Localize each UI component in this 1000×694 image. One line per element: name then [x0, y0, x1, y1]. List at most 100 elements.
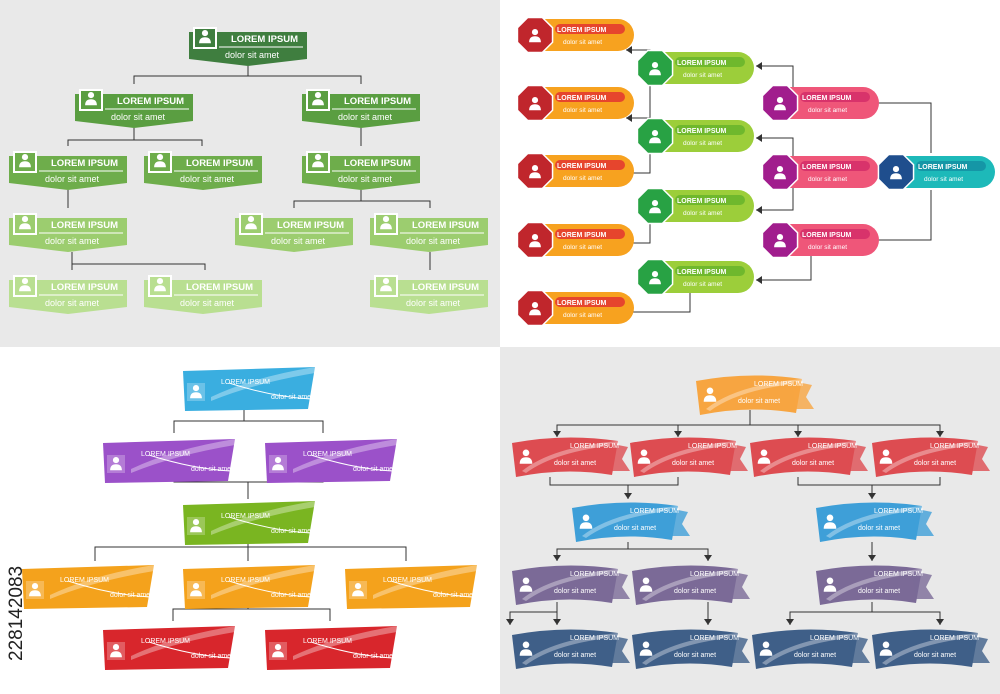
node-subtitle: dolor sit amet — [683, 72, 722, 79]
person-icon — [85, 92, 97, 106]
person-icon — [823, 514, 837, 529]
person-icon — [529, 234, 541, 248]
connector-line — [556, 542, 629, 561]
connector-line — [509, 602, 558, 625]
person-icon — [190, 519, 202, 533]
org-chart-node: LOREM IPSUM dolor sit amet — [872, 437, 990, 477]
node-subtitle: dolor sit amet — [433, 592, 475, 599]
node-subtitle: dolor sit amet — [554, 588, 596, 595]
node-subtitle: dolor sit amet — [683, 281, 722, 288]
person-icon — [529, 165, 541, 179]
node-subtitle: dolor sit amet — [271, 236, 326, 246]
arrowhead — [704, 619, 712, 625]
node-subtitle: dolor sit amet — [674, 652, 716, 659]
node-subtitle: dolor sit amet — [406, 298, 461, 308]
arrowhead — [626, 114, 632, 122]
person-icon — [312, 154, 324, 168]
person-icon — [529, 97, 541, 111]
node-subtitle: dolor sit amet — [45, 298, 100, 308]
person-icon — [639, 641, 653, 656]
arrowhead — [868, 555, 876, 561]
person-icon — [757, 449, 771, 464]
node-subtitle: dolor sit amet — [406, 236, 461, 246]
node-title: LOREM IPSUM — [677, 269, 727, 276]
node-title: LOREM IPSUM — [383, 577, 432, 584]
node-subtitle: dolor sit amet — [794, 652, 836, 659]
connector-line — [756, 250, 812, 281]
node-title: LOREM IPSUM — [277, 220, 344, 231]
arrowhead — [756, 134, 762, 142]
connector-line — [361, 200, 431, 208]
person-icon — [272, 457, 284, 471]
arrowhead — [626, 46, 632, 54]
person-icon — [519, 641, 533, 656]
org-chart-node: LOREM IPSUM dolor sit amet — [636, 258, 754, 296]
node-title: LOREM IPSUM — [690, 571, 739, 578]
connector-line — [798, 424, 941, 437]
node-title: LOREM IPSUM — [810, 635, 859, 642]
node-title: LOREM IPSUM — [690, 635, 739, 642]
org-chart-node: LOREM IPSUM dolor sit amet — [752, 629, 870, 669]
node-subtitle: dolor sit amet — [45, 236, 100, 246]
node-subtitle: dolor sit amet — [563, 107, 602, 114]
org-chart-node: LOREM IPSUM dolor sit amet — [235, 213, 353, 252]
node-subtitle: dolor sit amet — [225, 50, 280, 60]
arrowhead — [553, 431, 561, 437]
arrowhead — [868, 493, 876, 499]
node-subtitle: dolor sit amet — [792, 460, 834, 467]
node-title: LOREM IPSUM — [930, 443, 979, 450]
node-title: LOREM IPSUM — [918, 164, 968, 171]
org-chart-node: LOREM IPSUM dolor sit amet — [183, 501, 315, 545]
connector-line — [549, 477, 679, 486]
node-subtitle: dolor sit amet — [563, 312, 602, 319]
person-icon — [199, 30, 211, 44]
node-title: LOREM IPSUM — [186, 282, 253, 293]
node-subtitle: dolor sit amet — [914, 460, 956, 467]
node-subtitle: dolor sit amet — [338, 112, 393, 122]
person-icon — [879, 641, 893, 656]
person-icon — [890, 166, 902, 180]
node-title: LOREM IPSUM — [802, 164, 852, 171]
connector-line — [870, 102, 932, 153]
person-icon — [774, 97, 786, 111]
person-icon — [352, 583, 364, 597]
person-icon — [529, 29, 541, 43]
stock-id-watermark: 228142083 — [6, 566, 27, 661]
node-subtitle: dolor sit amet — [271, 528, 313, 535]
person-icon — [272, 644, 284, 658]
connector-line — [134, 139, 203, 146]
node-title: LOREM IPSUM — [874, 508, 923, 515]
node-title: LOREM IPSUM — [117, 96, 184, 107]
arrowhead — [553, 555, 561, 561]
arrowhead — [704, 555, 712, 561]
node-subtitle: dolor sit amet — [858, 588, 900, 595]
node-title: LOREM IPSUM — [570, 635, 619, 642]
node-title: LOREM IPSUM — [221, 513, 270, 520]
node-subtitle: dolor sit amet — [191, 466, 233, 473]
